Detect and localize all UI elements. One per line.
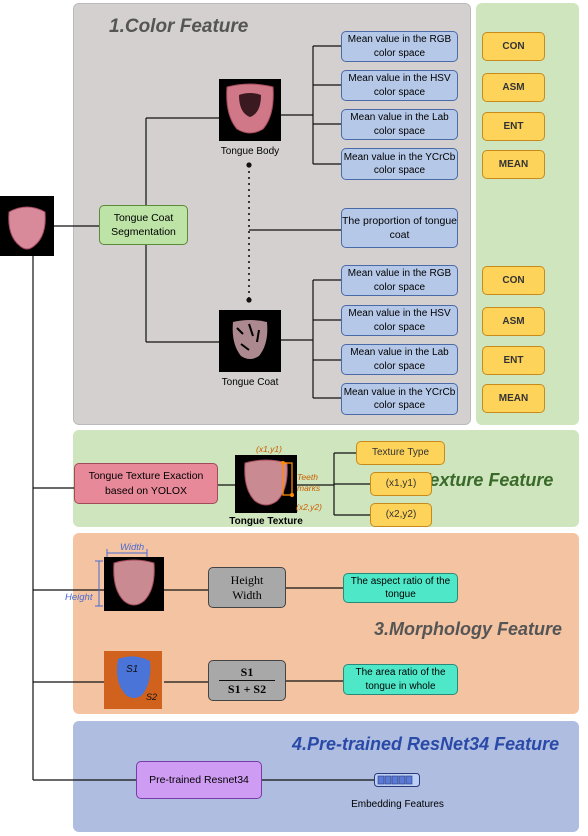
height-label: Height xyxy=(65,592,93,603)
color-feature-title: 1.Color Feature xyxy=(109,16,249,37)
glcm-ent-top: ENT xyxy=(482,112,545,141)
tongue-coat-segmentation-box: Tongue Coat Segmentation xyxy=(99,205,188,245)
texture-p2-label: (x2,y2) xyxy=(296,502,322,512)
glcm-ent-bottom: ENT xyxy=(482,346,545,375)
s2-label: S2 xyxy=(146,692,158,702)
tongue-coat-image xyxy=(219,310,281,372)
coat-mean-lab-box: Mean value in the Lab color space xyxy=(341,344,458,375)
tongue-body-caption: Tongue Body xyxy=(220,146,280,157)
glcm-asm-bottom: ASM xyxy=(482,307,545,336)
glcm-mean-top: MEAN xyxy=(482,150,545,179)
embedding-features-caption: Embedding Features xyxy=(351,799,444,810)
body-mean-rgb-box: Mean value in the RGB color space xyxy=(341,31,458,62)
morphology-feature-title: 3.Morphology Feature xyxy=(374,619,563,639)
glcm-con-top: CON xyxy=(482,32,545,61)
coat-mean-ycrcb-box: Mean value in the YCrCb color space xyxy=(341,383,458,415)
area-fraction-box: S1 S1 + S2 xyxy=(208,660,286,701)
embedding-vector-icon xyxy=(374,773,420,787)
input-tongue-image xyxy=(0,196,54,256)
body-mean-ycrcb-box: Mean value in the YCrCb color space xyxy=(341,148,458,180)
tongue-body-image xyxy=(219,79,281,141)
coat-mean-hsv-box: Mean value in the HSV color space xyxy=(341,305,458,336)
fraction-numerator-height: Height xyxy=(230,573,264,588)
glcm-asm-top: ASM xyxy=(482,73,545,102)
fraction-numerator-s1: S1 xyxy=(240,664,254,679)
glcm-mean-bottom: MEAN xyxy=(482,384,545,413)
tongue-texture-caption: Tongue Texture xyxy=(229,516,303,527)
width-height-markers xyxy=(95,549,148,607)
area-ratio-image xyxy=(104,651,162,709)
texture-extraction-box: Tongue Texture Exaction based on YOLOX xyxy=(74,463,218,504)
coat-proportion-box: The proportion of tongue coat xyxy=(341,208,458,248)
fraction-denominator-width: Width xyxy=(232,587,262,602)
width-label: Width xyxy=(120,542,145,553)
teeth-marks-label: Teeth marks xyxy=(297,472,321,494)
texture-type-box: Texture Type xyxy=(356,441,445,465)
pretrained-resnet34-box: Pre-trained Resnet34 xyxy=(136,761,262,799)
texture-p1-label: (x1,y1) xyxy=(256,444,282,454)
coat-mean-rgb-box: Mean value in the RGB color space xyxy=(341,265,458,296)
texture-x1y1-box: (x1,y1) xyxy=(370,472,432,496)
texture-x2y2-box: (x2,y2) xyxy=(370,503,432,527)
tongue-coat-caption: Tongue Coat xyxy=(221,377,279,388)
body-mean-hsv-box: Mean value in the HSV color space xyxy=(341,70,458,101)
fraction-denominator-s1-s2: S1 + S2 xyxy=(227,682,267,696)
s1-label: S1 xyxy=(126,664,139,675)
morph-tongue-image xyxy=(104,557,164,611)
tongue-texture-image xyxy=(235,455,297,513)
resnet-feature-title: 4.Pre-trained ResNet34 Feature xyxy=(292,734,560,754)
glcm-con-bottom: CON xyxy=(482,266,545,295)
texture-feature-title: 2.Texture Feature xyxy=(404,470,554,490)
fraction-bar xyxy=(219,680,275,681)
area-ratio-box: The area ratio of the tongue in whole xyxy=(343,664,458,695)
aspect-ratio-box: The aspect ratio of the tongue xyxy=(343,573,458,603)
height-width-fraction-box: Height Width xyxy=(208,567,286,608)
body-mean-lab-box: Mean value in the Lab color space xyxy=(341,109,458,140)
